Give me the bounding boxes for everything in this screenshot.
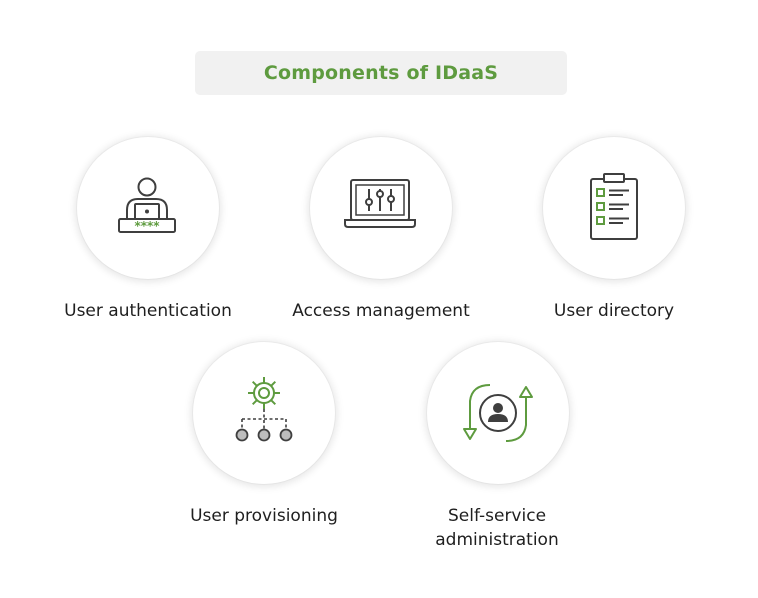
access-management-label: Access management [292,301,470,321]
clipboard-checklist-icon [590,173,638,240]
laptop-sliders-icon [344,179,416,228]
title-box: Components of IDaaS [195,51,567,95]
user-provisioning-node [193,342,335,484]
svg-text:****: **** [134,219,160,233]
user-password-icon: **** [118,177,176,233]
user-directory-node [543,137,685,279]
self-service-administration-label: Self-service administration [377,504,617,552]
gear-hierarchy-icon [235,377,293,442]
user-authentication-node: **** [77,137,219,279]
user-directory-label: User directory [553,301,675,321]
user-authentication-label: User authentication [64,301,232,321]
access-management-node [310,137,452,279]
diagram-title: Components of IDaaS [263,62,499,84]
user-cycle-arrows-icon [463,384,533,442]
user-provisioning-label: User provisioning [190,506,338,526]
self-service-label-line2: administration [435,530,559,550]
self-service-label-line1: Self-service [447,506,547,526]
self-service-administration-node [427,342,569,484]
